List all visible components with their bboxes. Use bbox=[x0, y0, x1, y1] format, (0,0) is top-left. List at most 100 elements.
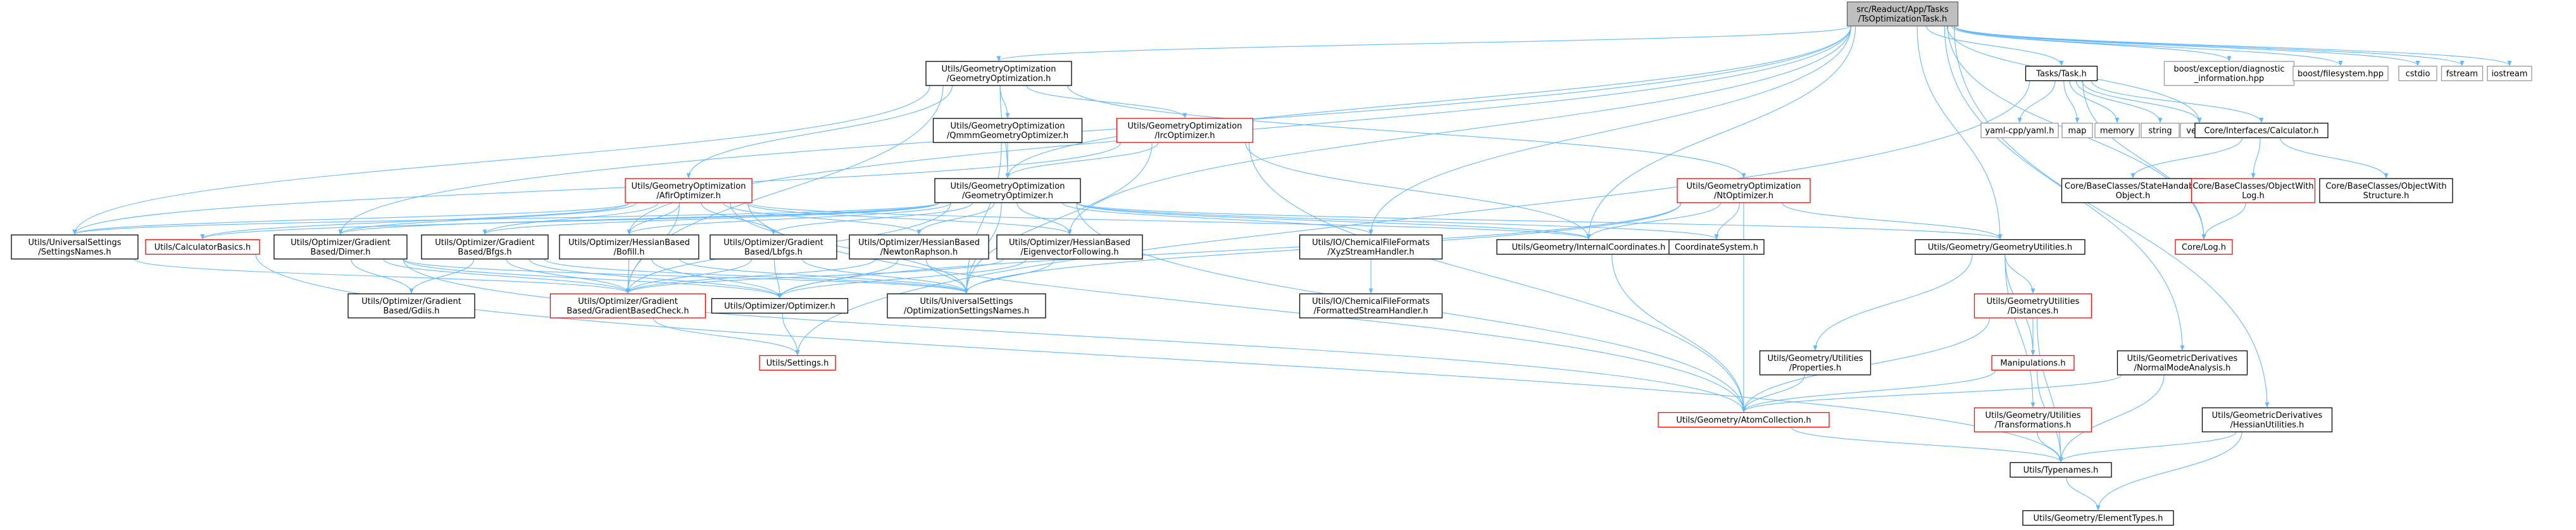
node-box bbox=[932, 118, 1083, 143]
edge-geoutils-to-distances bbox=[2004, 254, 2033, 294]
edge-geoopt-to-nt bbox=[1067, 85, 1744, 178]
node-map[interactable]: map bbox=[2061, 122, 2093, 139]
edge-afir-to-lbfgs bbox=[701, 202, 773, 235]
edge-normalmode-to-typenames bbox=[2061, 374, 2165, 462]
node-label-line: fstream bbox=[2446, 70, 2478, 79]
node-calculator[interactable]: Core/Interfaces/Calculator.h bbox=[2194, 122, 2329, 139]
node-geoopt[interactable]: Utils/GeometryOptimization/GeometryOptim… bbox=[925, 61, 1072, 86]
node-normalmode[interactable]: Utils/GeometricDerivatives/NormalModeAna… bbox=[2116, 350, 2248, 375]
node-cstdio[interactable]: cstdio bbox=[2398, 65, 2437, 82]
node-corelog[interactable]: Core/Log.h bbox=[2175, 239, 2233, 255]
node-label-line: Utils/GeometricDerivatives bbox=[2212, 411, 2323, 420]
node-fstream[interactable]: fstream bbox=[2441, 65, 2484, 82]
node-gdiis[interactable]: Utils/Optimizer/GradientBased/Gdiis.h bbox=[347, 293, 475, 319]
node-label-line: src/Readuct/App/Tasks bbox=[1856, 5, 1949, 15]
node-box bbox=[934, 178, 1081, 203]
edge-geooptimizer-to-bofill bbox=[629, 202, 951, 235]
node-univsettings[interactable]: Utils/UniversalSettings/SettingsNames.h bbox=[11, 234, 139, 260]
node-xyzstream[interactable]: Utils/IO/ChemicalFileFormats/XyzStreamHa… bbox=[1299, 234, 1443, 260]
node-geooptimizer[interactable]: Utils/GeometryOptimization/GeometryOptim… bbox=[934, 178, 1081, 203]
node-box bbox=[1299, 293, 1443, 319]
edge-evf-to-optsettings bbox=[966, 258, 1055, 294]
node-label-line: yaml-cpp/yaml.h bbox=[1985, 127, 2054, 136]
node-hessutils[interactable]: Utils/GeometricDerivatives/HessianUtilit… bbox=[2201, 407, 2333, 432]
node-label-line: Utils/Optimizer/Optimizer.h bbox=[724, 302, 835, 312]
node-boostexc[interactable]: boost/exception/diagnostic_information.h… bbox=[2163, 61, 2295, 86]
edge-dimer-to-gradcheck bbox=[383, 258, 628, 294]
node-box bbox=[996, 234, 1143, 260]
node-properties[interactable]: Utils/Geometry/Utilities/Properties.h bbox=[1759, 350, 1872, 375]
node-afir[interactable]: Utils/GeometryOptimization/AfirOptimizer… bbox=[625, 178, 753, 203]
edge-geooptimizer-to-coordsys bbox=[1076, 202, 1716, 239]
node-distances[interactable]: Utils/GeometryUtilities/Distances.h bbox=[1973, 293, 2092, 319]
node-internalcoords[interactable]: Utils/Geometry/InternalCoordinates.h bbox=[1496, 239, 1681, 255]
node-atomcoll[interactable]: Utils/Geometry/AtomCollection.h bbox=[1658, 412, 1830, 428]
node-box bbox=[710, 234, 837, 260]
node-qmmm[interactable]: Utils/GeometryOptimization/QmmmGeometryO… bbox=[932, 118, 1083, 143]
edge-optimizer-to-settings bbox=[782, 313, 797, 355]
node-irc[interactable]: Utils/GeometryOptimization/IrcOptimizer.… bbox=[1116, 118, 1254, 143]
node-memory[interactable]: memory bbox=[2094, 122, 2140, 139]
node-label-line: Utils/Settings.h bbox=[766, 359, 829, 369]
edge-irc-to-geooptimizer bbox=[1008, 142, 1159, 179]
node-bofill[interactable]: Utils/Optimizer/HessianBased/Bofill.h bbox=[559, 234, 699, 260]
node-label-line: Utils/Geometry/AtomCollection.h bbox=[1676, 416, 1811, 426]
node-optsettings[interactable]: Utils/UniversalSettings/OptimizationSett… bbox=[887, 293, 1046, 319]
edge-afir-to-bfgs bbox=[485, 202, 659, 235]
node-box bbox=[2319, 178, 2453, 203]
node-newton[interactable]: Utils/Optimizer/HessianBased/NewtonRaphs… bbox=[849, 234, 989, 260]
edge-root-to-hessutils bbox=[1953, 25, 2268, 407]
node-box bbox=[2441, 65, 2484, 82]
node-optimizer[interactable]: Utils/Optimizer/Optimizer.h bbox=[711, 298, 849, 314]
node-typenames[interactable]: Utils/Typenames.h bbox=[2010, 462, 2112, 478]
node-box bbox=[1980, 122, 2059, 139]
node-yaml[interactable]: yaml-cpp/yaml.h bbox=[1980, 122, 2059, 139]
node-formatted[interactable]: Utils/IO/ChemicalFileFormats/FormattedSt… bbox=[1299, 293, 1443, 319]
node-bfgs[interactable]: Utils/Optimizer/GradientBased/Bfgs.h bbox=[421, 234, 549, 260]
node-settings[interactable]: Utils/Settings.h bbox=[759, 355, 836, 371]
node-dimer[interactable]: Utils/Optimizer/GradientBased/Dimer.h bbox=[273, 234, 408, 260]
node-box bbox=[347, 293, 475, 319]
node-label-line: Utils/UniversalSettings bbox=[920, 297, 1013, 306]
node-label-line: map bbox=[2068, 127, 2087, 136]
node-label-line: /Properties.h bbox=[1789, 363, 1841, 373]
node-box bbox=[2094, 122, 2140, 139]
node-manipulations[interactable]: Manipulations.h bbox=[1991, 355, 2075, 371]
node-boostfs[interactable]: boost/filesystem.hpp bbox=[2292, 65, 2389, 82]
node-iostream[interactable]: iostream bbox=[2487, 65, 2532, 82]
node-root[interactable]: src/Readuct/App/Tasks/TsOptimizationTask… bbox=[1846, 1, 1959, 27]
node-tasks[interactable]: Tasks/Task.h bbox=[2025, 65, 2098, 82]
edge-nt-to-geoutils bbox=[1782, 202, 2000, 239]
edge-geoutils-to-properties bbox=[1815, 254, 1973, 351]
node-nt[interactable]: Utils/GeometryOptimization/NtOptimizer.h bbox=[1677, 178, 1811, 203]
node-geoutils[interactable]: Utils/Geometry/GeometryUtilities.h bbox=[1915, 239, 2085, 255]
node-evf[interactable]: Utils/Optimizer/HessianBased/Eigenvector… bbox=[996, 234, 1143, 260]
edge-irc-to-internalcoords bbox=[1245, 142, 1589, 239]
edge-bfgs-to-gradcheck bbox=[506, 258, 628, 294]
node-label-line: Based/Lbfgs.h bbox=[744, 248, 803, 257]
node-string[interactable]: string bbox=[2141, 122, 2180, 139]
node-lbfgs[interactable]: Utils/Optimizer/GradientBased/Lbfgs.h bbox=[710, 234, 837, 260]
node-transform[interactable]: Utils/Geometry/Utilities/Transformations… bbox=[1973, 407, 2092, 432]
edge-objlog-to-corelog bbox=[2204, 202, 2246, 239]
node-coordsys[interactable]: CoordinateSystem.h bbox=[1668, 239, 1765, 255]
node-box bbox=[273, 234, 408, 260]
node-elementtypes[interactable]: Utils/Geometry/ElementTypes.h bbox=[2022, 510, 2174, 526]
node-label-line: Utils/Optimizer/HessianBased bbox=[568, 238, 690, 248]
node-calcbasics[interactable]: Utils/CalculatorBasics.h bbox=[145, 239, 260, 255]
node-gradcheck[interactable]: Utils/Optimizer/GradientBased/GradientBa… bbox=[549, 293, 706, 319]
edge-bfgs-to-optimizer bbox=[528, 258, 780, 298]
node-box bbox=[2487, 65, 2532, 82]
node-label-line: Utils/GeometricDerivatives bbox=[2127, 354, 2238, 363]
node-label-line: Log.h bbox=[2242, 191, 2265, 201]
edge-gradcheck-to-settings bbox=[653, 317, 797, 355]
edge-root-to-xyzstream bbox=[1371, 25, 1852, 234]
edge-geoopt-to-afir bbox=[689, 85, 953, 178]
node-label-line: Utils/Geometry/InternalCoordinates.h bbox=[1512, 243, 1666, 253]
edge-geooptimizer-to-geoutils bbox=[1076, 202, 2000, 239]
node-label-line: /TsOptimizationTask.h bbox=[1858, 15, 1948, 24]
edge-qmmm-to-optsettings bbox=[966, 142, 1002, 293]
